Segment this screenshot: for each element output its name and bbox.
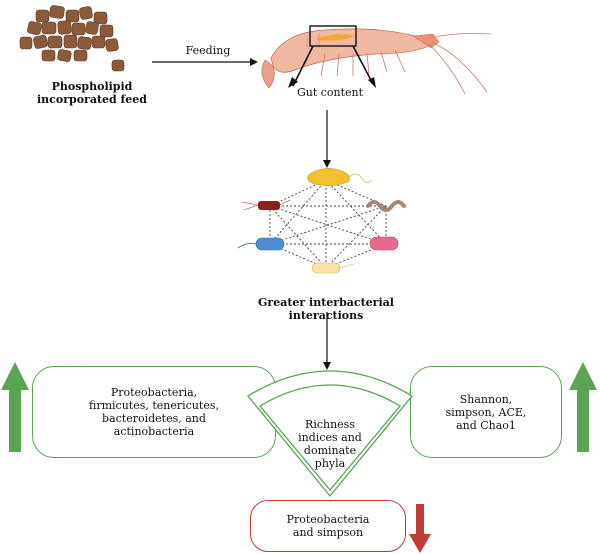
center-fan-label: Richness indices and dominate phyla [298,418,362,470]
interaction-label: Greater interbacterial interactions [258,296,394,322]
down-arrow-icon [409,504,431,553]
center-fan-shape [247,370,413,498]
feeding-arrow [152,58,258,66]
feed-pellets-icon [19,5,125,72]
arrow-down-2 [323,312,331,370]
arrow-down-1 [323,110,331,168]
feeding-label: Feeding [185,44,231,57]
left-phyla-box: Proteobacteria, firmicutes, tenericutes,… [32,366,276,458]
feed-label: Phospholipid incorporated feed [37,80,147,106]
gut-content-label: Gut content [296,86,364,99]
up-arrow-icon [1,362,29,452]
right-indices-box: Shannon, simpson, ACE, and Chao1 [410,366,562,458]
bacteria-network-icon [237,168,406,274]
shrimp-icon [261,25,492,95]
bottom-decrease-box: Proteobacteria and simpson [250,500,406,552]
up-arrow-icon [569,362,597,452]
